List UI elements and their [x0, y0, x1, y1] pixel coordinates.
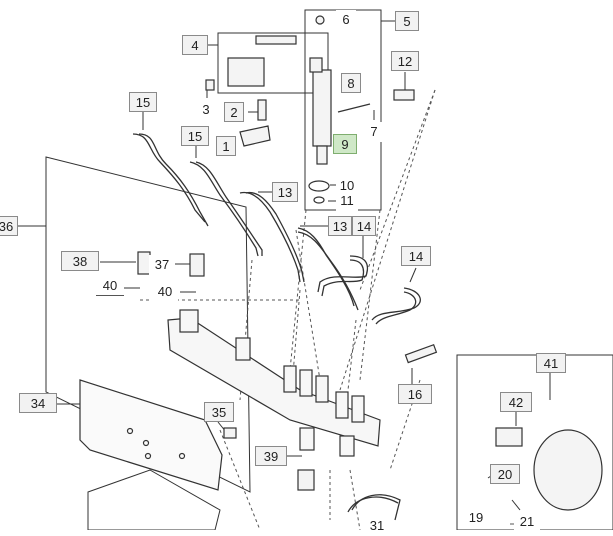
- callout-15-left[interactable]: 15: [129, 92, 157, 112]
- callout-15-mid[interactable]: 15: [181, 126, 209, 146]
- callout-6[interactable]: 6: [336, 10, 356, 30]
- callout-14-upper[interactable]: 14: [352, 216, 376, 236]
- callout-4[interactable]: 4: [182, 35, 208, 55]
- callout-42[interactable]: 42: [500, 392, 532, 412]
- fuel-rail: [167, 317, 381, 447]
- callout-9[interactable]: 9: [333, 134, 357, 154]
- callout-3[interactable]: 3: [196, 100, 216, 120]
- harness-connector: [227, 57, 265, 87]
- callout-16[interactable]: 16: [398, 384, 432, 404]
- callout-7[interactable]: 7: [365, 122, 383, 142]
- callout-20[interactable]: 20: [490, 464, 520, 484]
- bolt-35: [223, 427, 237, 439]
- callout-19[interactable]: 19: [462, 508, 490, 528]
- callout-21[interactable]: 21: [514, 512, 540, 532]
- callout-5[interactable]: 5: [395, 11, 419, 31]
- high-pressure-pump: [533, 429, 603, 511]
- harness-group-box: [217, 32, 329, 94]
- callout-8[interactable]: 8: [341, 73, 361, 93]
- callout-31[interactable]: 31: [364, 516, 390, 536]
- callout-13-lower[interactable]: 13: [328, 216, 352, 236]
- injector-body: [312, 69, 332, 147]
- bolt-16: [404, 343, 438, 364]
- callout-35[interactable]: 35: [204, 402, 234, 422]
- mounting-plate-outline: [45, 156, 251, 493]
- callout-11[interactable]: 11: [336, 191, 358, 211]
- callout-39[interactable]: 39: [255, 446, 287, 466]
- callout-1[interactable]: 1: [216, 136, 236, 156]
- rail-bracket: [79, 379, 223, 491]
- callout-41[interactable]: 41: [536, 353, 566, 373]
- callout-40-right[interactable]: 40: [152, 282, 178, 302]
- callout-34[interactable]: 34: [19, 393, 57, 413]
- callout-13-upper[interactable]: 13: [272, 182, 298, 202]
- fitting-39: [297, 469, 315, 491]
- callout-37[interactable]: 37: [149, 255, 175, 275]
- callout-12[interactable]: 12: [391, 51, 419, 71]
- valve-42: [495, 427, 523, 447]
- sensor-37: [189, 253, 205, 277]
- callout-36[interactable]: 36: [0, 216, 18, 236]
- lower-plate-outline: [87, 469, 221, 531]
- callout-14-right[interactable]: 14: [401, 246, 431, 266]
- callout-38[interactable]: 38: [61, 251, 99, 271]
- callout-40-left[interactable]: 40: [96, 276, 124, 296]
- callout-2[interactable]: 2: [224, 102, 244, 122]
